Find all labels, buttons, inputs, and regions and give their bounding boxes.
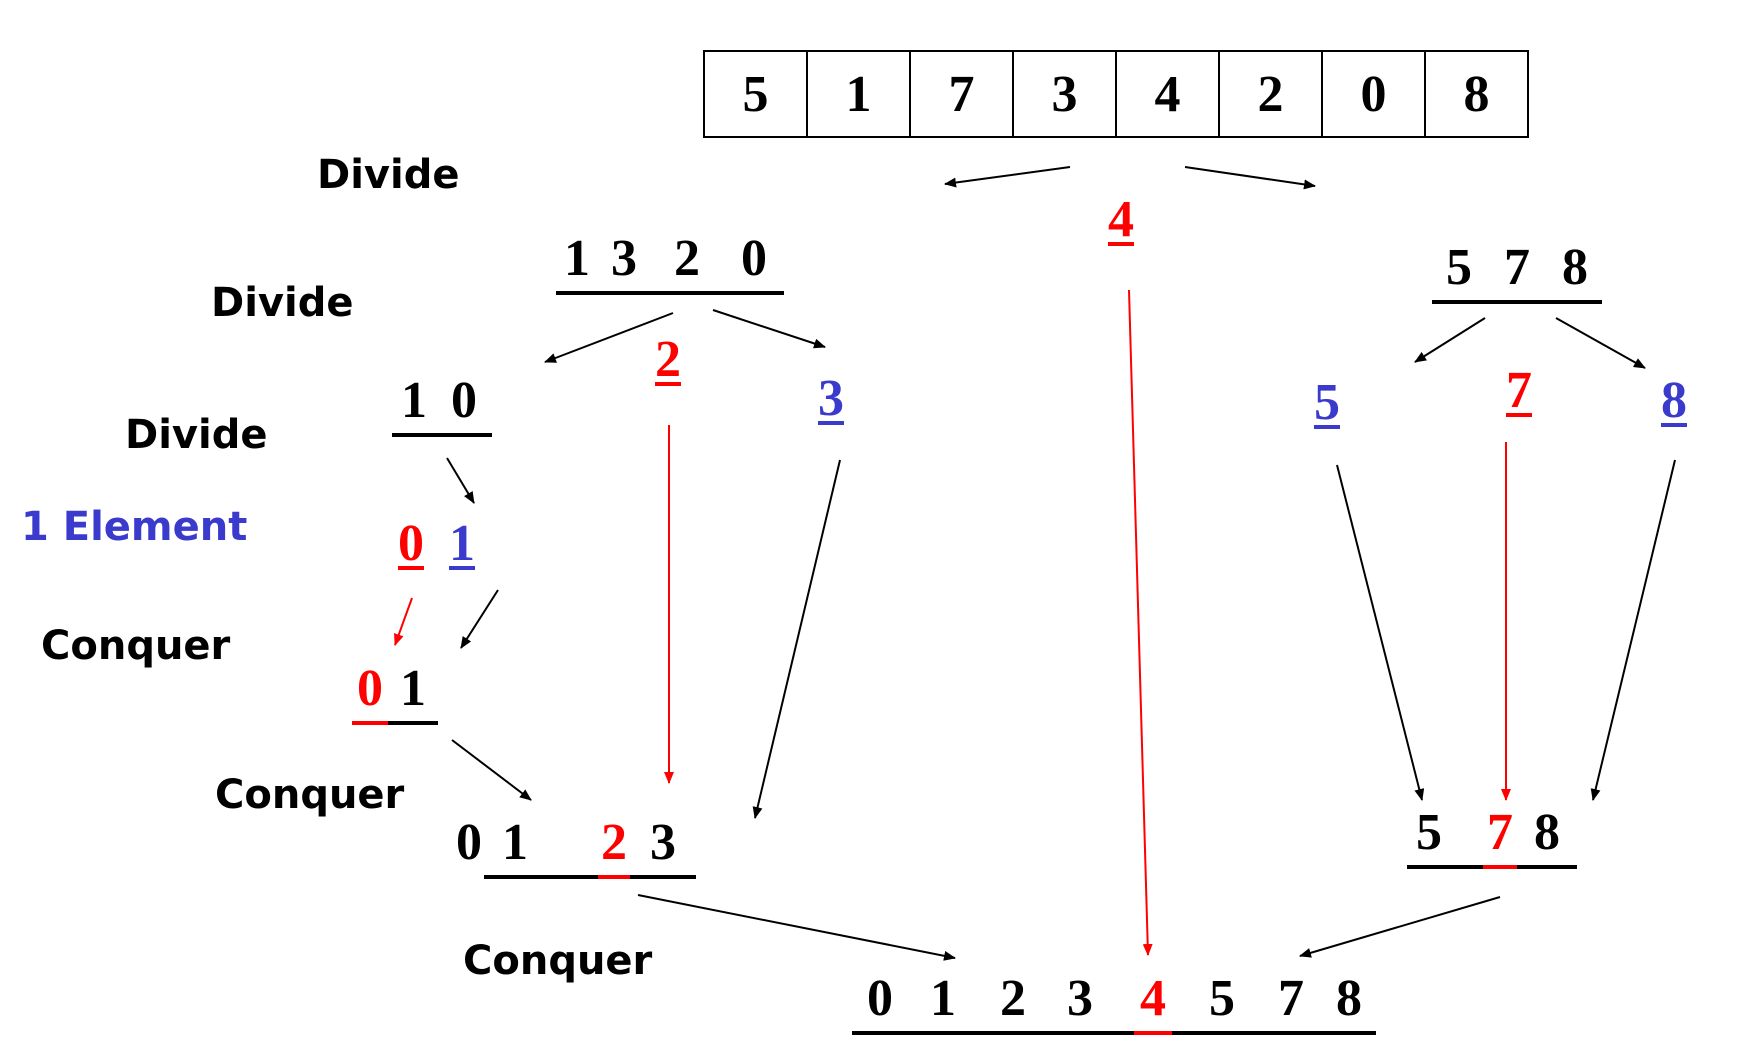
array-cell: 3 <box>1014 52 1117 136</box>
pivot-right: 7 <box>1506 362 1532 419</box>
seq-value: 5 <box>1416 804 1442 861</box>
merged-right: 5 7 8 <box>1407 807 1577 869</box>
stage-label-conquer-3: Conquer <box>463 938 653 984</box>
stage-label-divide-2: Divide <box>211 280 354 326</box>
merged-left: 1 2 3 <box>484 817 696 879</box>
seq-value: 7 <box>1483 807 1517 869</box>
seq-value: 0 <box>352 663 388 725</box>
seq-value: 1 <box>930 970 956 1027</box>
arrow-left-merge-to-final <box>637 894 956 961</box>
seq-value: 8 <box>1534 804 1560 861</box>
partition-right: 5 7 8 <box>1432 242 1602 304</box>
merged-left-first: 0 <box>456 814 482 871</box>
seq-value: 0 <box>741 230 767 287</box>
input-array: 5 1 7 3 4 2 0 8 <box>703 50 1529 138</box>
array-cell: 4 <box>1117 52 1220 136</box>
partition-right-left: 5 <box>1314 374 1340 431</box>
arrow-right-to-5 <box>1414 317 1486 363</box>
partition-left-left: 1 0 <box>392 375 492 437</box>
seq-value: 3 <box>611 230 637 287</box>
seq-value: 3 <box>650 814 676 871</box>
partition-right-right: 8 <box>1661 372 1687 429</box>
partition-left-right: 3 <box>818 370 844 427</box>
arrow-1-0-to-base <box>446 457 475 504</box>
arrow-pivot-4-down <box>1128 289 1153 956</box>
arrow-01-to-merge <box>451 739 532 801</box>
seq-value: 2 <box>598 817 630 879</box>
seq-value: 4 <box>1134 973 1172 1035</box>
seq-value: 2 <box>1000 970 1026 1027</box>
seq-value: 1 <box>564 230 590 287</box>
seq-value: 7 <box>1504 239 1530 296</box>
merged-level3: 0 1 <box>352 663 438 725</box>
arrow-base-single-down <box>460 589 499 649</box>
seq-value: 8 <box>1562 239 1588 296</box>
seq-value: 0 <box>451 372 477 429</box>
arrow-left-to-3 <box>712 309 826 349</box>
final-sorted: 0 1 2 3 4 5 7 8 <box>852 973 1376 1035</box>
array-cell: 0 <box>1323 52 1426 136</box>
seq-value: 1 <box>401 372 427 429</box>
arrow-top-to-right <box>1184 166 1316 190</box>
base-pivot: 0 <box>398 515 424 572</box>
arrow-8-down <box>1590 459 1676 801</box>
seq-value: 1 <box>502 814 528 871</box>
seq-value: 5 <box>1209 970 1235 1027</box>
partition-left: 1 3 2 0 <box>556 233 784 295</box>
seq-value: 8 <box>1336 970 1362 1027</box>
arrow-3-down <box>752 459 841 819</box>
seq-value: 7 <box>1278 970 1304 1027</box>
arrow-right-to-8 <box>1555 317 1646 369</box>
arrow-top-to-left <box>944 166 1071 188</box>
array-cell: 1 <box>808 52 911 136</box>
stage-label-divide-1: Divide <box>317 152 460 198</box>
stage-label-conquer-1: Conquer <box>41 623 231 669</box>
seq-value: 3 <box>1067 970 1093 1027</box>
seq-value: 2 <box>674 230 700 287</box>
arrow-right-merge-to-final <box>1299 896 1501 958</box>
base-single: 1 <box>449 515 475 572</box>
stage-label-conquer-2: Conquer <box>215 772 405 818</box>
array-cell: 8 <box>1426 52 1529 136</box>
stage-label-one-element: 1 Element <box>21 504 248 550</box>
arrow-left-to-1-0 <box>544 312 674 363</box>
array-cell: 2 <box>1220 52 1323 136</box>
seq-value: 1 <box>400 660 426 717</box>
pivot-top: 4 <box>1108 191 1134 248</box>
seq-value: 0 <box>867 970 893 1027</box>
pivot-left: 2 <box>655 331 681 388</box>
array-cell: 5 <box>705 52 808 136</box>
seq-value: 5 <box>1446 239 1472 296</box>
arrow-5-down <box>1336 464 1425 801</box>
array-cell: 7 <box>911 52 1014 136</box>
arrow-base-pivot-down <box>394 597 413 646</box>
stage-label-divide-3: Divide <box>125 412 268 458</box>
